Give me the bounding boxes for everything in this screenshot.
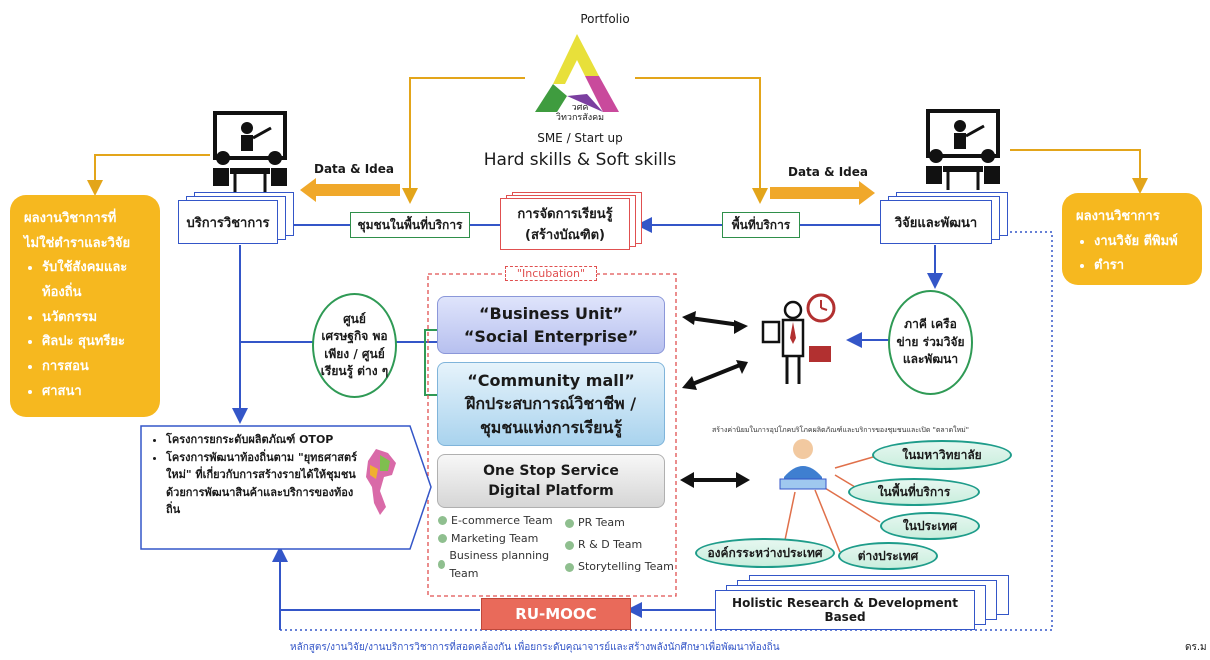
portfolio-label: Portfolio [580, 12, 630, 26]
skills-title: Hard skills & Soft skills [483, 150, 677, 170]
left-academic-title: ผลงานวิชาการที่ไม่ใช่ตำราและวิจัย [24, 211, 131, 251]
project-item: โครงการยกระดับผลิตภัณฑ์ OTOP [166, 431, 361, 449]
sufficiency-center-circle: ศูนย์ เศรษฐกิจ พอเพียง / ศูนย์เรียนรู้ ต… [312, 293, 397, 398]
teacher-icon [205, 110, 295, 195]
teacher-icon [918, 108, 1008, 193]
academic-service-stack: บริการวิชาการ [178, 192, 294, 248]
community-mall-line1: “Community mall” [467, 371, 635, 391]
thailand-map-icon [358, 447, 406, 517]
left-academic-item: การสอน [42, 355, 146, 380]
ru-mooc-box: RU-MOOC [481, 598, 631, 630]
left-academic-item: นวัตกรรม [42, 306, 146, 331]
team-item: E-commerce Team [438, 512, 558, 530]
portfolio-logo [527, 32, 627, 122]
footer-caption: หลักสูตร/งานวิจัย/งานบริการวิชาการที่สอด… [290, 642, 780, 653]
incubation-label: "Incubation" [505, 266, 597, 281]
project-item: โครงการพัฒนาท้องถิ่นตาม "ยุทธศาสตร์ใหม่"… [166, 449, 361, 519]
team-item: PR Team [565, 512, 675, 534]
left-academic-item: รับใช้สังคมและท้องถิ่น [42, 256, 146, 305]
left-academic-box: ผลงานวิชาการที่ไม่ใช่ตำราและวิจัย รับใช้… [10, 195, 160, 417]
community-mall-panel: “Community mall” ฝึกประสบการณ์วิชาชีพ / … [437, 362, 665, 446]
market-caption: สร้างค่านิยมในการอุปโภคบริโภคผลิตภัณฑ์แล… [712, 426, 970, 434]
left-academic-item: ศิลปะ สุนทรียะ [42, 330, 146, 355]
market-oval-service-area: ในพื้นที่บริการ [848, 478, 980, 506]
team-item: Storytelling Team [565, 556, 675, 578]
projects-box: โครงการยกระดับผลิตภัณฑ์ OTOP โครงการพัฒน… [140, 425, 432, 550]
business-unit-line1: “Business Unit” [479, 303, 623, 323]
market-oval-international: องค์กรระหว่างประเทศ [695, 538, 835, 568]
team-item: Business planning Team [438, 547, 558, 582]
data-idea-right-label: Data & Idea [788, 165, 869, 179]
business-unit-panel: “Business Unit” “Social Enterprise” [437, 296, 665, 354]
learning-management-stack: การจัดการเรียนรู้ (สร้างบัณฑิต) [500, 192, 648, 256]
research-network-circle: ภาคี เครือข่าย ร่วมวิจัย และพัฒนา [888, 290, 973, 395]
business-unit-line2: “Social Enterprise” [463, 327, 639, 346]
right-academic-item: ตำรา [1094, 254, 1188, 279]
data-idea-left-arrow: Data & Idea [300, 162, 400, 202]
left-academic-item: ศาสนา [42, 380, 146, 405]
community-box: ชุมชนในพื้นที่บริการ [350, 212, 470, 238]
data-idea-right-arrow: Data & Idea [770, 165, 875, 205]
one-stop-line2: Digital Platform [488, 483, 614, 499]
research-stack: วิจัยและพัฒนา [880, 192, 1010, 248]
teams-left-list: E-commerce Team Marketing Team Business … [438, 512, 558, 582]
academic-service-label: บริการวิชาการ [178, 200, 278, 244]
learning-management-label: การจัดการเรียนรู้ [517, 207, 613, 222]
community-mall-line3: ชุมชนแห่งการเรียนรู้ [479, 417, 623, 437]
teams-right-list: PR Team R & D Team Storytelling Team [565, 512, 675, 578]
market-oval-abroad: ต่างประเทศ [838, 542, 938, 570]
right-academic-item: งานวิจัย ตีพิมพ์ [1094, 230, 1188, 255]
market-oval-domestic: ในประเทศ [880, 512, 980, 540]
team-item: Marketing Team [438, 530, 558, 548]
research-label: วิจัยและพัฒนา [880, 200, 992, 244]
learning-management-sublabel: (สร้างบัณฑิต) [525, 228, 605, 243]
right-academic-title: ผลงานวิชาการ [1076, 209, 1160, 224]
right-academic-box: ผลงานวิชาการ งานวิจัย ตีพิมพ์ ตำรา [1062, 193, 1202, 285]
holistic-stack: Holistic Research & Development Based [715, 575, 1015, 635]
data-idea-left-label: Data & Idea [314, 162, 395, 176]
logo-text-line2: วิทวกรสังคม [555, 112, 605, 123]
sme-label: SME / Start up [537, 131, 623, 145]
author-label: ดร.ม [1185, 642, 1207, 653]
shopper-icon [770, 435, 836, 495]
holistic-label: Holistic Research & Development Based [715, 590, 975, 630]
one-stop-service-panel: One Stop Service Digital Platform [437, 454, 665, 508]
team-item: R & D Team [565, 534, 675, 556]
one-stop-line1: One Stop Service [483, 462, 619, 479]
businessman-icon [755, 292, 845, 387]
community-mall-line2: ฝึกประสบการณ์วิชาชีพ / [465, 394, 637, 414]
service-area-box: พื้นที่บริการ [722, 212, 800, 238]
logo-text-line1: วศค [571, 103, 589, 113]
market-oval-university: ในมหาวิทยาลัย [872, 440, 1012, 470]
